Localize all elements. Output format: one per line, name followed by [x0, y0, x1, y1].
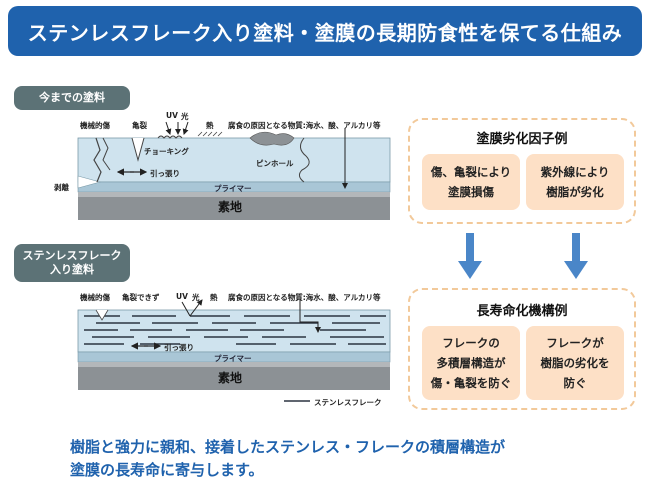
conclusion-text: 樹脂と強力に親和、接着したステンレス・フレークの積層構造が 塗膜の長寿命に寄与し… — [70, 436, 505, 482]
label-tension-new: 引っ張り — [164, 343, 194, 352]
factor-uv-line1: 紫外線により — [540, 165, 610, 179]
new-coating-diagram — [77, 299, 391, 402]
new-paint-pill: ステンレスフレーク 入り塗料 — [14, 244, 130, 282]
mechanism-layer-line3: 傷・亀裂を防ぐ — [430, 376, 512, 390]
label-tension: 引っ張り — [150, 169, 180, 178]
mechanism-layer-card: フレークの 多積層構造が 傷・亀裂を防ぐ — [422, 326, 520, 400]
label-peeling: 剥離 — [54, 183, 69, 192]
label-primer-new: プライマー — [214, 354, 252, 363]
mechanism-layer-line2: 多積層構造が — [436, 356, 506, 370]
label-heat: 熱 — [206, 121, 214, 130]
label-mechanical-damage: 機械的傷 — [80, 121, 110, 130]
label-pinhole: ピンホール — [256, 159, 294, 168]
mechanism-resin-line1: フレークが — [546, 336, 604, 350]
label-heat-new: 熱 — [210, 293, 218, 302]
degradation-factors-heading: 塗膜劣化因子例 — [476, 132, 568, 147]
label-substrate: 素地 — [218, 200, 243, 214]
factor-damage-card: 傷、亀裂により 塗膜損傷 — [422, 154, 520, 210]
new-paint-pill-line1: ステンレスフレーク — [22, 249, 122, 262]
degradation-factors-box: 塗膜劣化因子例 傷、亀裂により 塗膜損傷 紫外線により 樹脂が劣化 — [408, 118, 636, 224]
label-primer: プライマー — [214, 184, 252, 193]
legend-stainless-flake: ステンレスフレーク — [314, 398, 382, 407]
label-light-new: 光 — [192, 293, 200, 302]
label-mechanical-damage-new: 機械的傷 — [80, 293, 110, 302]
mechanism-layer-line1: フレークの — [442, 336, 500, 350]
label-chalking: チョーキング — [144, 147, 189, 156]
conclusion-line2: 塗膜の長寿命に寄与します。 — [70, 461, 264, 479]
label-crack: 亀裂 — [132, 121, 147, 130]
mechanism-resin-line2: 樹脂の劣化を — [540, 356, 610, 370]
mechanism-resin-line3: 防ぐ — [563, 376, 587, 390]
factor-damage-line1: 傷、亀裂により — [430, 165, 512, 179]
longevity-mechanism-box: 長寿命化機構例 フレークの 多積層構造が 傷・亀裂を防ぐ フレークが 樹脂の劣化… — [408, 288, 636, 410]
conclusion-line1: 樹脂と強力に親和、接着したステンレス・フレークの積層構造が — [70, 438, 506, 456]
factor-damage-line2: 塗膜損傷 — [448, 185, 494, 199]
label-light: 光 — [181, 112, 189, 121]
mechanism-resin-card: フレークが 樹脂の劣化を 防ぐ — [526, 326, 624, 400]
label-uv-new: UV — [176, 292, 188, 301]
old-paint-pill-label: 今までの塗料 — [39, 91, 105, 104]
old-coating-diagram — [77, 121, 391, 220]
label-substrate-new: 素地 — [218, 371, 243, 385]
factor-uv-line2: 樹脂が劣化 — [546, 185, 604, 199]
label-corrosive-new: 腐食の原因となる物質:海水、酸、アルカリ等 — [228, 293, 381, 302]
label-uv: UV — [166, 111, 178, 120]
label-no-crack: 亀裂できず — [122, 293, 160, 302]
factor-uv-card: 紫外線により 樹脂が劣化 — [526, 154, 624, 210]
label-corrosive: 腐食の原因となる物質:海水、酸、アルカリ等 — [228, 121, 381, 130]
old-paint-pill: 今までの塗料 — [14, 86, 130, 110]
page-title: ステンレスフレーク入り塗料・塗膜の長期防食性を保てる仕組み — [8, 6, 642, 56]
old-coating-layer — [77, 137, 391, 183]
new-paint-pill-line2: 入り塗料 — [50, 263, 94, 276]
down-arrows — [458, 233, 588, 279]
flake-layers — [84, 315, 386, 345]
longevity-mechanism-heading: 長寿命化機構例 — [476, 304, 568, 319]
